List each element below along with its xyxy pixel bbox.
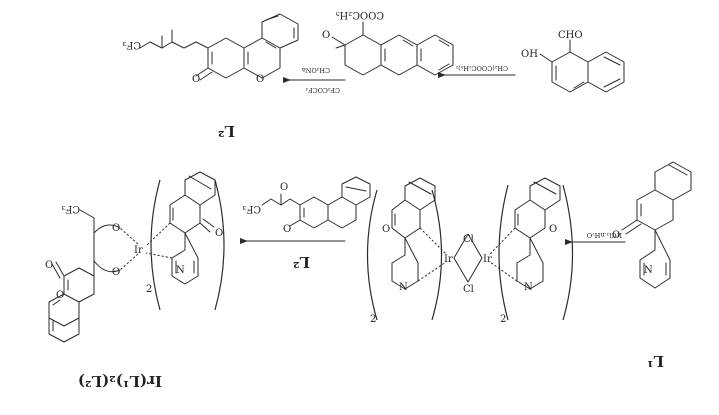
dimer-cl-top: Cl (463, 234, 474, 245)
dimer-left-paren (366, 189, 378, 321)
complex-right-paren (214, 179, 225, 311)
complex-compound-label: Ir(L¹)₂(L²) (78, 372, 162, 390)
dimer-inner-left-paren (498, 184, 509, 321)
dimer-inner-right-paren (431, 189, 443, 321)
l1-compound-label: L¹ (647, 352, 664, 370)
naphthaldehyde-structure: OH CHO (521, 30, 625, 93)
complex-acac-o-top: O (112, 223, 120, 234)
naphthalene-ring-a (551, 51, 589, 93)
l2-reagent-cf3: CF₃ (242, 203, 261, 214)
ring-o-label: O (256, 74, 264, 85)
arrow4-label: L² (293, 253, 310, 271)
l1-structure: O N (612, 161, 692, 289)
iridium-complex: Ir N O O O CF₃ O O 2 (45, 171, 225, 343)
dimer-n-left: N (399, 282, 408, 293)
carbonyl-o-label: O (322, 30, 330, 41)
cho-label: CHO (558, 30, 583, 41)
l1-n-label: N (644, 265, 653, 276)
complex-acac-o-bottom: O (112, 267, 120, 278)
naphthalene-ring-b (587, 51, 625, 93)
dimer-n-right: N (524, 282, 533, 293)
ester-label: COOC₂H₅ (336, 9, 384, 20)
arrow1-reagent: CH₂(COOC₂H₅)₂ (455, 64, 508, 72)
dimer-subscript-left: 2 (370, 314, 376, 325)
dimer-ir-right: Ir (483, 254, 492, 265)
chloro-bridged-dimer: Ir Ir Cl Cl N N O O 2 2 (366, 177, 574, 325)
l2-reagent-structure: CF₃ O O (242, 176, 371, 235)
arrow2-reagent-top: CH₃ONa (302, 66, 330, 74)
dimer-ir-left: Ir (444, 254, 453, 265)
complex-carbonyl-o: O (215, 228, 223, 239)
l2-reagent-o-1: O (280, 182, 288, 193)
complex-cf3-label: CF₃ (61, 203, 80, 214)
dimer-subscript-right: 2 (500, 314, 506, 325)
complex-subscript: 2 (146, 284, 152, 295)
carbonyl-o-label-2: O (192, 74, 200, 85)
complex-ring-o: O (56, 290, 64, 301)
arrow2-reagent-bottom: CF₃COCF₃ (305, 86, 340, 94)
l2-structure: CF₃ O O (122, 13, 299, 85)
arrow3-reagent: IrCl₃.nH₂O (587, 231, 622, 239)
dimer-o-left: O (382, 224, 390, 235)
dimer-cl-bottom: Cl (463, 284, 474, 295)
ethyl-ester-intermediate: O COOC₂H₅ (322, 9, 454, 76)
complex-left-paren (150, 179, 161, 311)
dimer-o-right: O (549, 224, 557, 235)
l2-compound-label: L² (218, 122, 235, 140)
cf3-label: CF₃ (122, 39, 141, 50)
dimer-right-paren (562, 184, 574, 321)
oh-label: OH (521, 49, 538, 60)
l2-reagent-o-2: O (283, 224, 291, 235)
complex-ir-label: Ir (134, 245, 143, 256)
l1-carbonyl-o: O (612, 230, 620, 241)
complex-coumarin-o: O (45, 260, 53, 271)
complex-n-label: N (176, 265, 185, 276)
